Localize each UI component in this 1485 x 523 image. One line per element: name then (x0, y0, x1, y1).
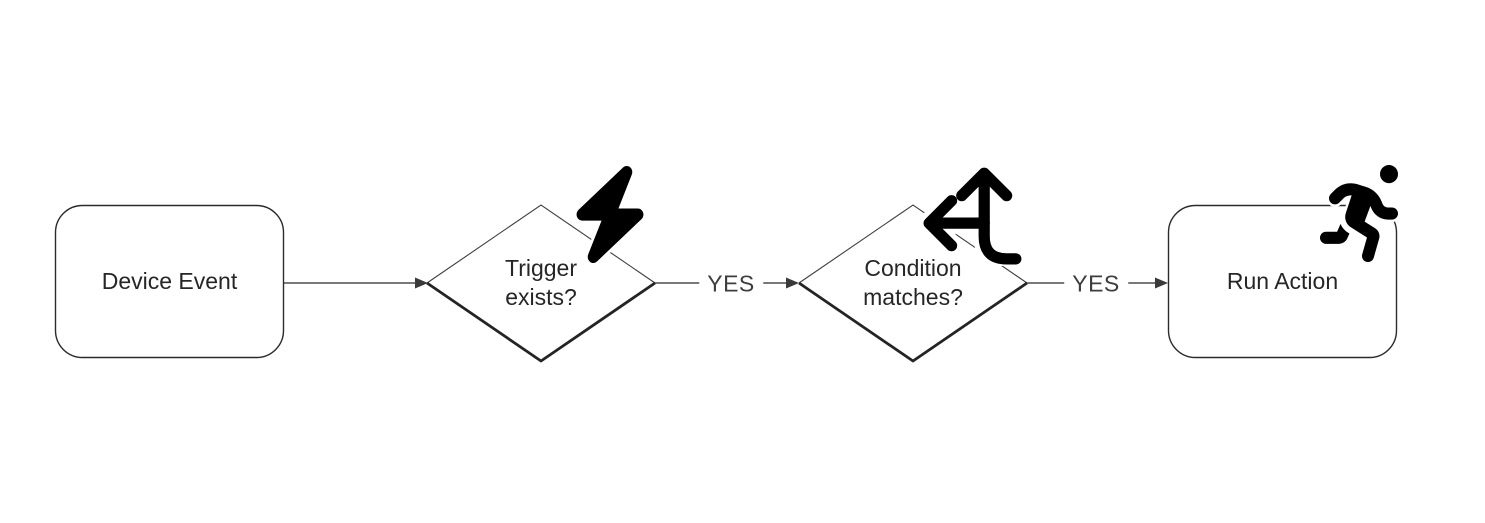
arrowhead-icon (786, 277, 799, 289)
arrowhead-icon (1155, 277, 1168, 289)
arrowhead-icon (415, 277, 428, 289)
device-event-box (54, 204, 285, 359)
run-action-box (1167, 204, 1398, 359)
trigger-exists-diamond (426, 204, 656, 363)
condition-matches-diamond (798, 204, 1028, 363)
edge-event-to-trigger (284, 277, 428, 289)
edge-label-yes-2: YES (1064, 270, 1128, 298)
edge-label-yes-1: YES (699, 270, 763, 298)
